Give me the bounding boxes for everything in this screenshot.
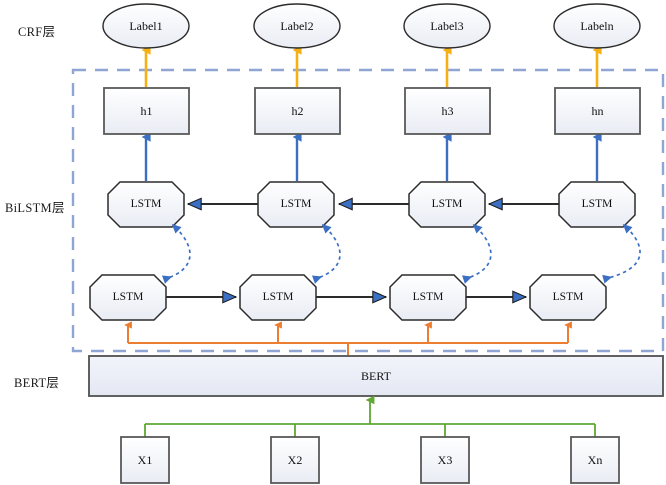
hidden-node-h1-box[interactable] [103,87,190,135]
layer-label-crf: CRF层 [18,25,56,39]
bert-output-bus [124,321,572,355]
crf-arrow-group [141,45,602,87]
input-node-xn-box[interactable] [570,436,620,484]
lstm-forward-1-shape[interactable] [89,274,167,321]
hidden-node-hn-box[interactable] [554,87,641,135]
input-node-shapes [120,436,620,484]
hidden-node-h2-box[interactable] [254,87,341,135]
lstm-forward-4-shape[interactable] [529,274,607,321]
lstm-backward-1-shape[interactable] [107,181,185,228]
crf-label-shapes [102,3,641,49]
crf-label-2-ellipse[interactable] [253,3,341,49]
lstm-backward-3-shape[interactable] [408,181,486,228]
layer-label-bert: BERT层 [14,376,60,390]
bilstm-boundary-dashed-box [71,68,665,353]
lstm-backward-4-shape[interactable] [558,181,636,228]
crf-label-1-ellipse[interactable] [102,3,190,49]
crf-label-3-ellipse[interactable] [403,3,491,49]
crf-label-n-ellipse[interactable] [553,3,641,49]
bert-block-box[interactable] [88,355,664,397]
input-node-x1-box[interactable] [120,436,170,484]
input-bus [144,395,596,437]
recurrent-link-1 [161,223,191,284]
lstm-backward-2-shape[interactable] [257,181,335,228]
hidden-node-h3-box[interactable] [404,87,491,135]
input-node-x3-box[interactable] [420,436,470,484]
layer-label-bilstm: BiLSTM层 [5,201,65,215]
recurrent-link-3 [462,223,492,284]
recurrent-link-group [161,223,641,284]
hidden-arrow-group [141,132,602,181]
lstm-forward-3-shape[interactable] [389,274,467,321]
recurrent-link-4 [602,223,641,284]
hidden-node-shapes [103,87,641,135]
lstm-forward-shapes [89,274,607,321]
input-node-x2-box[interactable] [270,436,320,484]
lstm-forward-2-shape[interactable] [239,274,317,321]
recurrent-link-2 [311,223,341,284]
